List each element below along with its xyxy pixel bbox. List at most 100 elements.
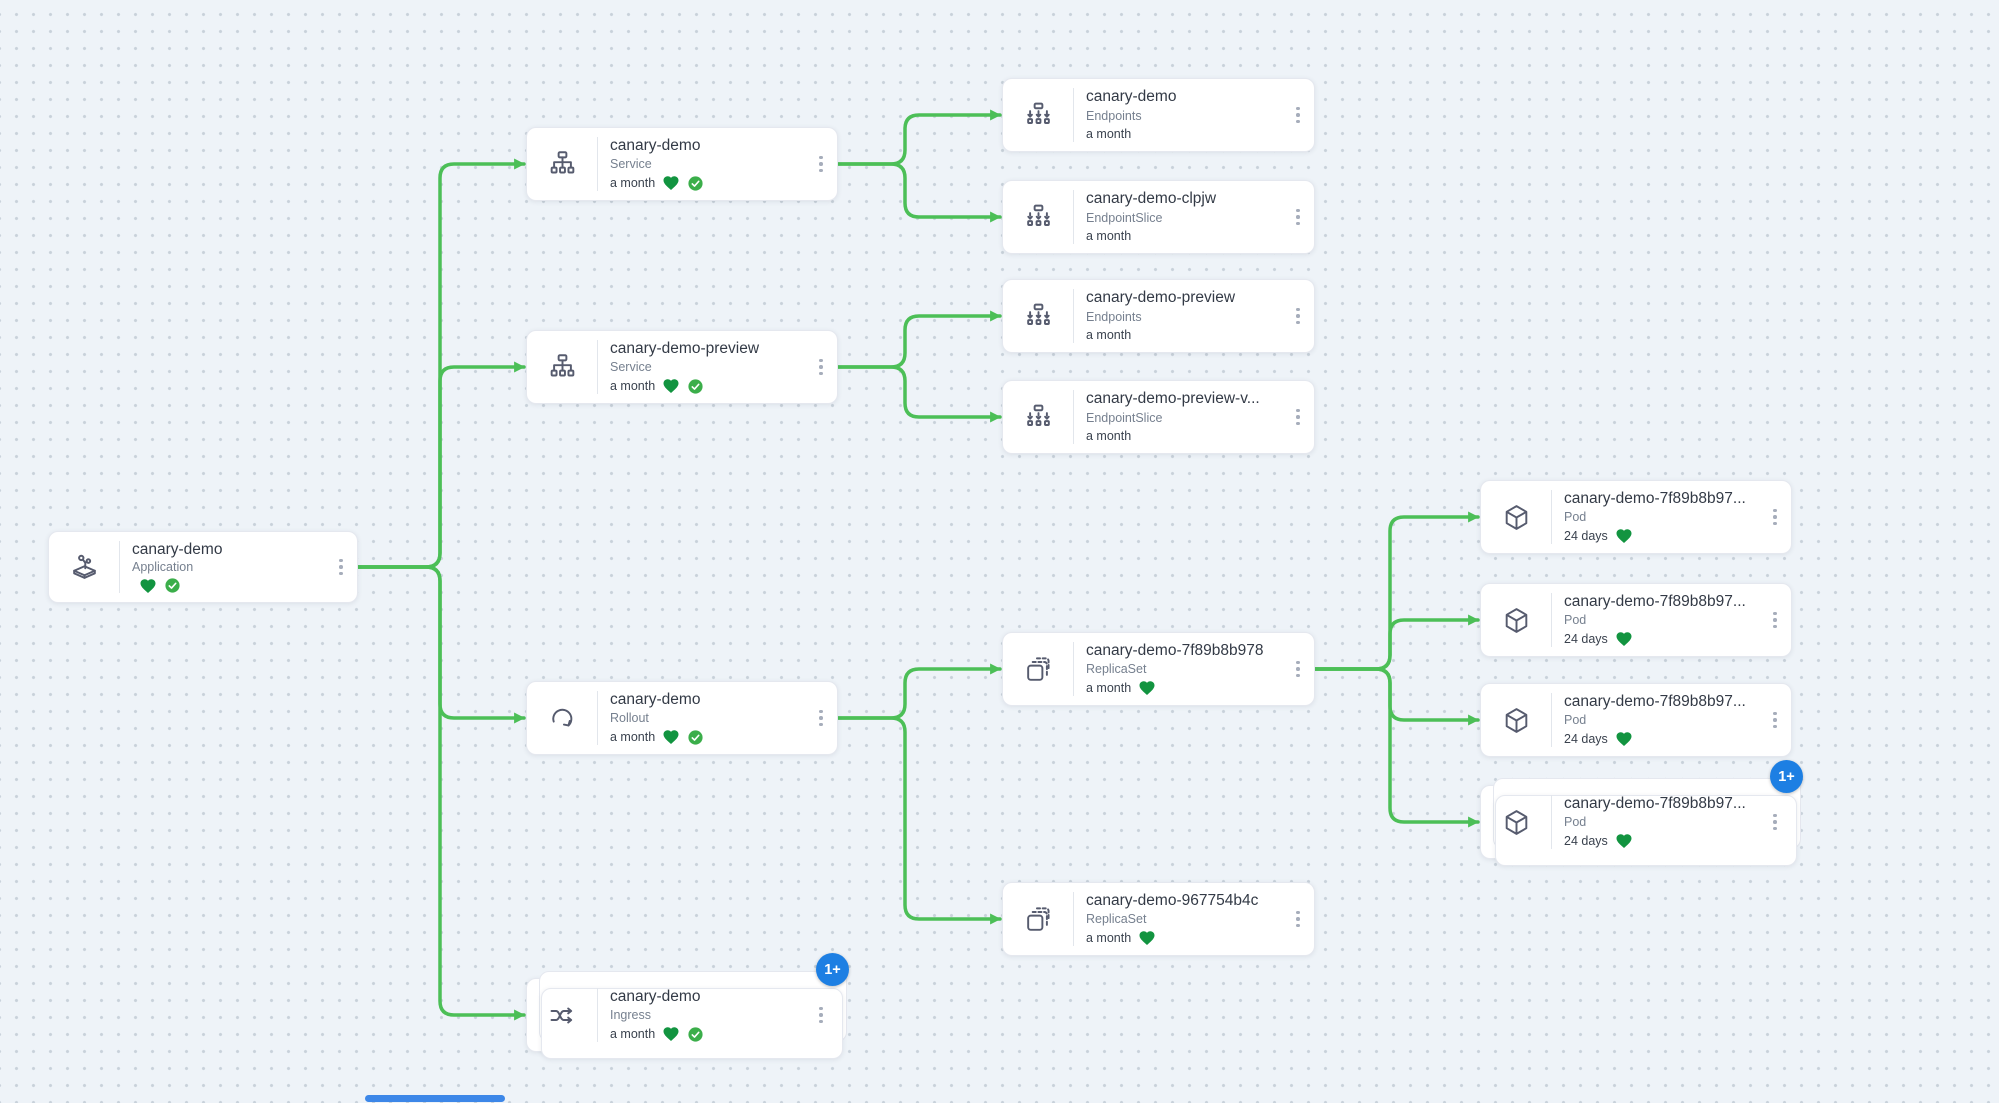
node-age: a month	[610, 175, 656, 190]
node-kind: Endpoints	[1086, 310, 1142, 324]
group-count-badge[interactable]: 1+	[1770, 760, 1803, 793]
node-kind: Ingress	[610, 1008, 651, 1023]
sync-check-icon	[164, 577, 181, 594]
node-body: canary-demo-preview Endpoints a month	[1074, 280, 1282, 352]
resource-node-pod2[interactable]: canary-demo-7f89b8b97... Pod 24 days	[1480, 583, 1792, 657]
node-menu-button[interactable]	[1759, 786, 1791, 858]
node-body: canary-demo-7f89b8b978 ReplicaSet a mont…	[1074, 633, 1282, 705]
sync-check-icon	[687, 175, 704, 192]
node-age: 24 days	[1564, 631, 1608, 646]
health-heart-icon	[1615, 527, 1633, 545]
node-menu-button[interactable]	[325, 532, 357, 602]
card-divider	[1551, 795, 1552, 849]
resource-node-ingress[interactable]: canary-demo Ingress a month 1+	[526, 953, 849, 1059]
node-body: canary-demo Application	[120, 532, 325, 602]
node-title: canary-demo	[610, 988, 701, 1005]
node-age: 24 days	[1564, 528, 1608, 543]
node-kind: ReplicaSet	[1086, 912, 1147, 927]
card-divider	[1073, 88, 1074, 142]
resource-node-rs1[interactable]: canary-demo-7f89b8b978 ReplicaSet a mont…	[1002, 632, 1315, 706]
node-meta	[132, 577, 321, 594]
sync-check-icon	[687, 1026, 704, 1043]
card-divider	[1551, 593, 1552, 647]
node-meta: 24 days	[1564, 630, 1755, 648]
node-age: 24 days	[1564, 833, 1608, 848]
resource-node-svc1[interactable]: canary-demo Service a month	[526, 127, 838, 201]
group-count-badge[interactable]: 1+	[816, 953, 849, 986]
resource-node-svc2[interactable]: canary-demo-preview Service a month	[526, 330, 838, 404]
resource-node-eps1[interactable]: canary-demo-clpjw EndpointSlice a month	[1002, 180, 1315, 254]
endpointslice-icon	[1003, 381, 1073, 453]
edge-svc2-ep2	[836, 310, 1002, 369]
node-title: canary-demo-7f89b8b97...	[1564, 593, 1746, 610]
node-kind: Rollout	[610, 711, 649, 726]
health-heart-icon	[662, 174, 680, 192]
resource-node-ep2[interactable]: canary-demo-preview Endpoints a month	[1002, 279, 1315, 353]
node-title: canary-demo	[610, 137, 701, 154]
resource-node-rs2[interactable]: canary-demo-967754b4c ReplicaSet a month	[1002, 882, 1315, 956]
endpointslice-icon	[1003, 181, 1073, 253]
node-menu-button[interactable]	[1282, 280, 1314, 352]
node-body: canary-demo-preview-v... EndpointSlice a…	[1074, 381, 1282, 453]
node-menu-button[interactable]	[1282, 381, 1314, 453]
edge-rs1-pod2	[1313, 614, 1480, 671]
node-meta: a month	[1086, 228, 1278, 245]
node-kind: Application	[132, 560, 194, 574]
node-body: canary-demo Service a month	[598, 128, 805, 200]
node-meta: a month	[610, 1025, 801, 1043]
edge-app-ingress	[356, 565, 526, 1021]
node-kind: Pod	[1564, 510, 1587, 525]
resource-node-pod3[interactable]: canary-demo-7f89b8b97... Pod 24 days	[1480, 683, 1792, 757]
node-age: a month	[610, 729, 656, 744]
node-menu-button[interactable]	[805, 331, 837, 403]
horizontal-scrollbar-thumb[interactable]	[365, 1095, 505, 1102]
resource-node-ep1[interactable]: canary-demo Endpoints a month	[1002, 78, 1315, 152]
node-kind: Pod	[1564, 815, 1587, 830]
node-menu-button[interactable]	[1282, 883, 1314, 955]
health-heart-icon	[1615, 730, 1633, 748]
resource-node-pod4[interactable]: canary-demo-7f89b8b97... Pod 24 days 1+	[1480, 760, 1803, 866]
node-age: a month	[1086, 229, 1132, 243]
endpoints-icon	[1003, 79, 1073, 151]
resource-node-eps2[interactable]: canary-demo-preview-v... EndpointSlice a…	[1002, 380, 1315, 454]
node-meta: a month	[610, 174, 801, 192]
card-divider	[1073, 892, 1074, 946]
node-body: canary-demo Rollout a month	[598, 682, 805, 754]
sync-check-icon	[687, 378, 704, 395]
node-age: a month	[610, 1026, 656, 1041]
node-menu-button[interactable]	[805, 979, 837, 1051]
node-menu-button[interactable]	[805, 128, 837, 200]
resource-node-rollout[interactable]: canary-demo Rollout a month	[526, 681, 838, 755]
resource-node-app[interactable]: canary-demo Application	[48, 531, 358, 603]
node-title: canary-demo-967754b4c	[1086, 892, 1259, 909]
health-heart-icon	[662, 1025, 680, 1043]
node-menu-button[interactable]	[1282, 181, 1314, 253]
node-kind: Pod	[1564, 613, 1587, 628]
node-kind: EndpointSlice	[1086, 411, 1163, 425]
node-menu-button[interactable]	[1282, 79, 1314, 151]
node-kind: Pod	[1564, 713, 1587, 728]
health-heart-icon	[1138, 929, 1156, 947]
edge-rollout-rs1	[836, 663, 1002, 720]
node-menu-button[interactable]	[1759, 584, 1791, 656]
resource-node-pod1[interactable]: canary-demo-7f89b8b97... Pod 24 days	[1480, 480, 1792, 554]
edge-svc2-eps2	[836, 365, 1002, 423]
node-body: canary-demo-7f89b8b97... Pod 24 days	[1552, 786, 1759, 858]
node-age: a month	[610, 378, 656, 393]
node-menu-button[interactable]	[1759, 481, 1791, 553]
node-meta: a month	[1086, 679, 1278, 697]
node-title: canary-demo	[610, 691, 701, 708]
pod-icon	[1481, 481, 1551, 553]
node-menu-button[interactable]	[805, 682, 837, 754]
rollout-icon	[527, 682, 597, 754]
node-age: a month	[1086, 680, 1132, 695]
node-title: canary-demo-7f89b8b97...	[1564, 693, 1746, 710]
node-menu-button[interactable]	[1759, 684, 1791, 756]
node-menu-button[interactable]	[1282, 633, 1314, 705]
node-body: canary-demo-7f89b8b97... Pod 24 days	[1552, 684, 1759, 756]
card-divider	[597, 691, 598, 745]
node-age: a month	[1086, 930, 1132, 945]
node-meta: a month	[1086, 428, 1278, 445]
node-title: canary-demo-7f89b8b97...	[1564, 490, 1746, 507]
